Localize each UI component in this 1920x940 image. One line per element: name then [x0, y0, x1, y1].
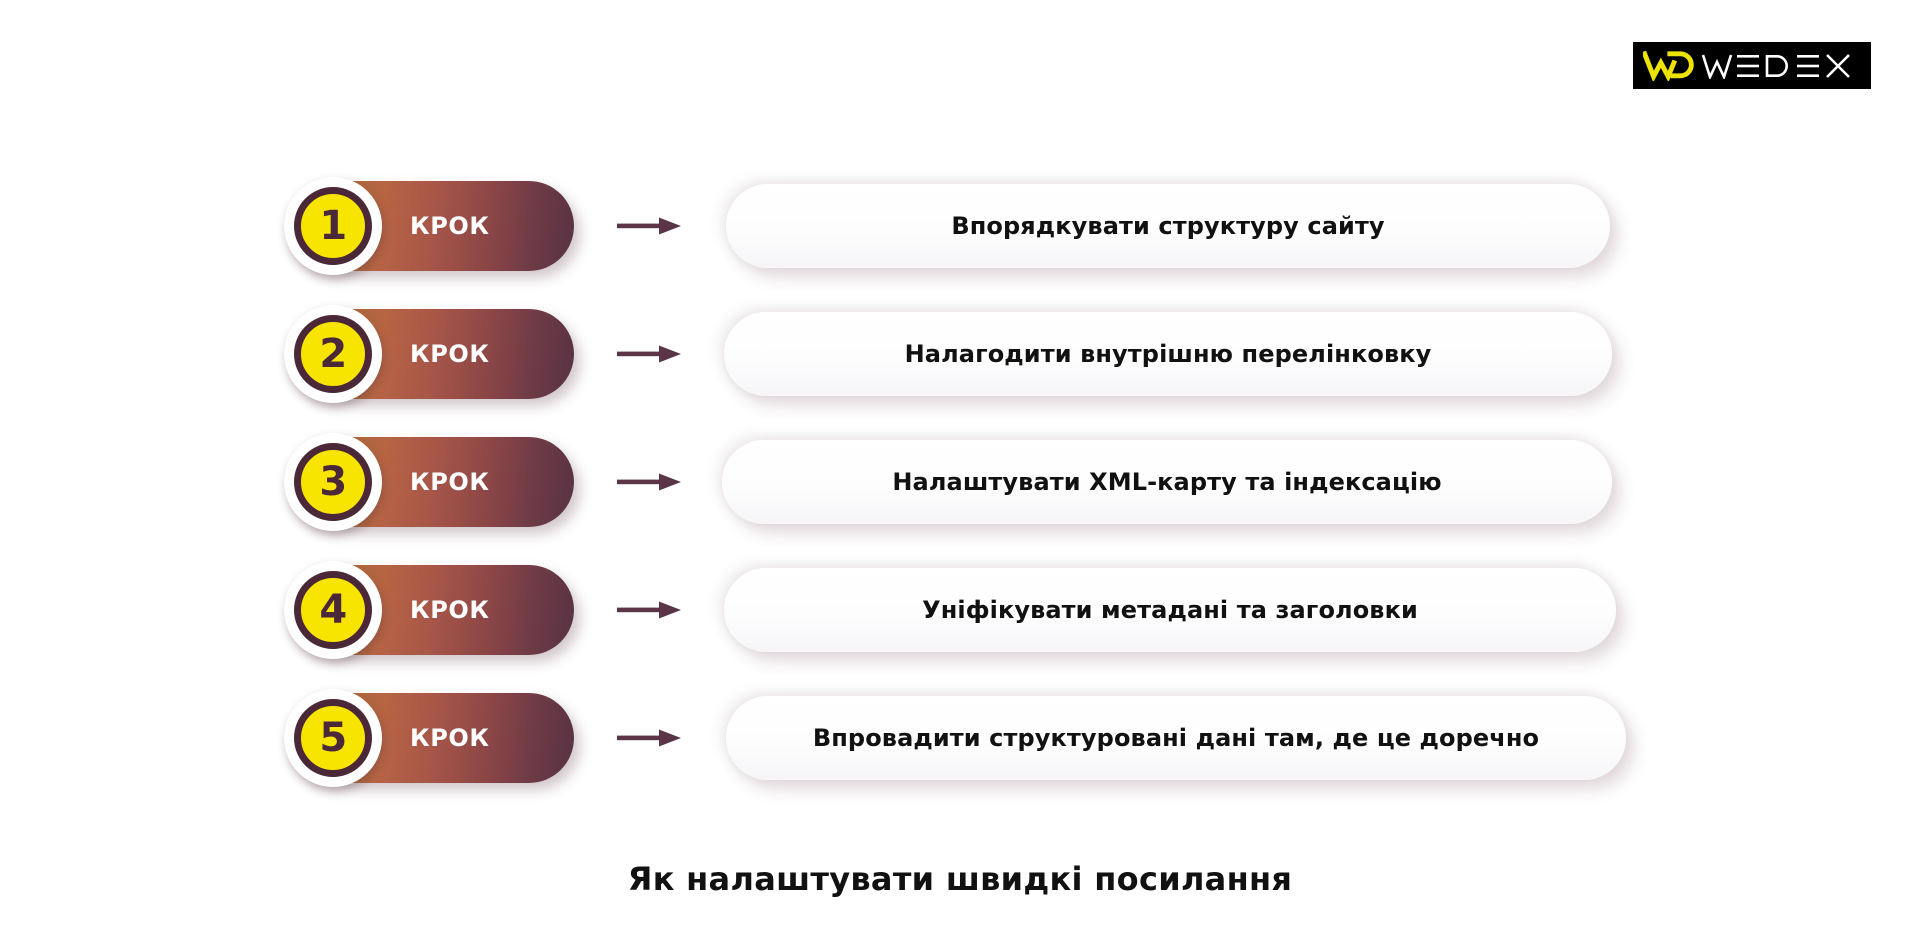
step-card-text: Налаштувати XML-карту та індексацію: [892, 468, 1442, 496]
step-badge-label: КРОК: [410, 596, 490, 624]
step-row: 3 КРОК Налаштувати XML-карту та індексац…: [284, 418, 1656, 546]
arrow-right-icon: [574, 214, 726, 238]
steps-list: 1 КРОК Впорядкувати структуру сайту 2 КР…: [284, 162, 1656, 802]
step-badge-label: КРОК: [410, 212, 490, 240]
step-card[interactable]: Налаштувати XML-карту та індексацію: [722, 440, 1612, 524]
step-card-text: Налагодити внутрішню перелінковку: [904, 340, 1432, 368]
arrow-right-icon: [574, 726, 726, 750]
arrow-right-icon: [574, 342, 726, 366]
step-card[interactable]: Налагодити внутрішню перелінковку: [724, 312, 1612, 396]
step-card-text: Уніфікувати метадані та заголовки: [922, 596, 1418, 624]
wedex-logo: [1633, 42, 1871, 89]
step-number: 3: [319, 459, 347, 505]
step-number-circle: 1: [284, 177, 382, 275]
step-badge[interactable]: 1 КРОК: [284, 177, 574, 275]
step-badge[interactable]: 2 КРОК: [284, 305, 574, 403]
step-card[interactable]: Уніфікувати метадані та заголовки: [724, 568, 1616, 652]
step-card[interactable]: Впровадити структуровані дані там, де це…: [726, 696, 1626, 780]
step-number-circle: 2: [284, 305, 382, 403]
step-card-text: Впровадити структуровані дані там, де це…: [812, 724, 1540, 752]
step-badge[interactable]: 5 КРОК: [284, 689, 574, 787]
step-badge-label: КРОК: [410, 468, 490, 496]
step-row: 1 КРОК Впорядкувати структуру сайту: [284, 162, 1656, 290]
step-row: 4 КРОК Уніфікувати метадані та заголовки: [284, 546, 1656, 674]
arrow-right-icon: [574, 470, 726, 494]
step-badge[interactable]: 3 КРОК: [284, 433, 574, 531]
step-number-circle: 3: [284, 433, 382, 531]
step-badge-label: КРОК: [410, 724, 490, 752]
page-title: Як налаштувати швидкі посилання: [627, 860, 1293, 898]
step-card[interactable]: Впорядкувати структуру сайту: [726, 184, 1610, 268]
step-number-circle: 5: [284, 689, 382, 787]
arrow-right-icon: [574, 598, 726, 622]
step-number: 5: [319, 715, 347, 761]
step-row: 2 КРОК Налагодити внутрішню перелінковку: [284, 290, 1656, 418]
step-badge[interactable]: 4 КРОК: [284, 561, 574, 659]
step-card-text: Впорядкувати структуру сайту: [951, 212, 1385, 240]
wedex-wordmark: [1701, 53, 1850, 79]
step-badge-label: КРОК: [410, 340, 490, 368]
step-number: 4: [319, 587, 347, 633]
step-number: 1: [319, 203, 347, 249]
step-number: 2: [319, 331, 347, 377]
step-row: 5 КРОК Впровадити структуровані дані там…: [284, 674, 1656, 802]
wo-monogram-icon: [1643, 50, 1694, 81]
step-number-circle: 4: [284, 561, 382, 659]
